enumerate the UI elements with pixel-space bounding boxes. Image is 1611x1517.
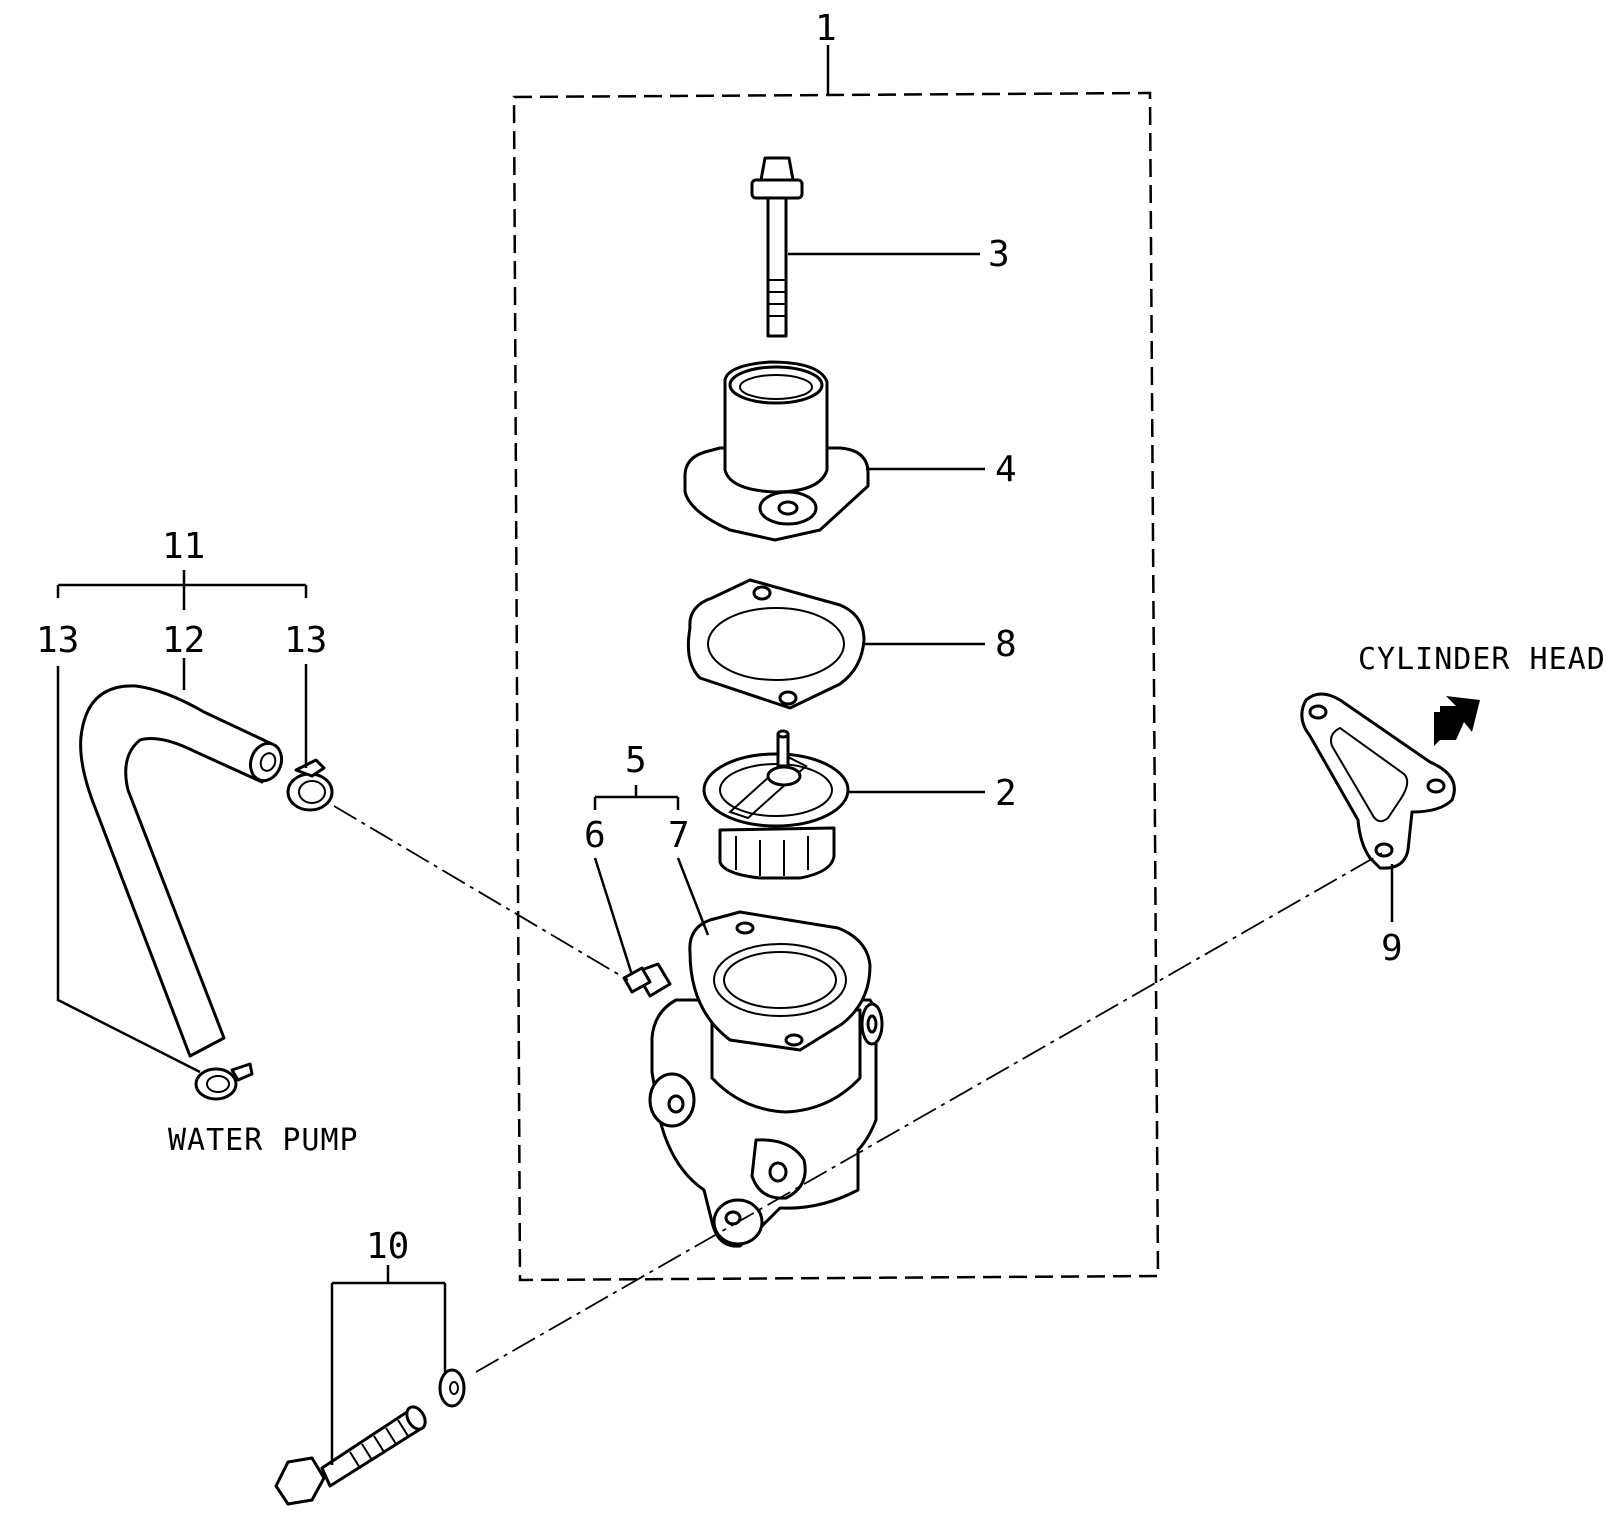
callout-2: 2 — [995, 773, 1017, 814]
callout-13-right: 13 — [284, 620, 327, 661]
bolt-part-3 — [750, 156, 804, 338]
caption-cylinder-head: CYLINDER HEAD — [1358, 642, 1606, 677]
callout-13-left: 13 — [36, 620, 79, 661]
clamp-part-13-right — [286, 758, 334, 812]
alignment-line-hose — [333, 805, 629, 981]
callout-1: 1 — [815, 8, 837, 49]
alignment-line-gasket — [475, 851, 1385, 1373]
callout-11: 11 — [162, 526, 205, 567]
callout-7: 7 — [668, 815, 690, 856]
hose-part-12 — [79, 684, 284, 1058]
callout-8: 8 — [995, 624, 1017, 665]
bolt-part-10 — [274, 1405, 427, 1506]
washer-part-10 — [438, 1368, 466, 1408]
leader-6 — [593, 857, 634, 976]
thermostat-housing-part-7 — [622, 910, 884, 1248]
leader-7 — [676, 857, 710, 936]
callout-12: 12 — [162, 620, 205, 661]
thermostat-cap-part-4 — [683, 360, 870, 542]
thermostat-part-2 — [702, 729, 850, 880]
callout-4: 4 — [995, 449, 1017, 490]
assembly-boundary — [512, 91, 1160, 1282]
callout-9: 9 — [1381, 928, 1403, 969]
gasket-part-8 — [686, 578, 866, 710]
callout-6: 6 — [584, 815, 606, 856]
clamp-part-13-left — [194, 1062, 254, 1101]
gasket-part-9 — [1300, 692, 1456, 870]
callout-5: 5 — [625, 740, 647, 781]
callout-3: 3 — [988, 234, 1010, 275]
callout-10: 10 — [366, 1226, 409, 1267]
cylinder-head-arrow-icon — [1434, 696, 1480, 746]
caption-water-pump: WATER PUMP — [168, 1123, 359, 1158]
leader-13-left — [56, 666, 201, 1074]
